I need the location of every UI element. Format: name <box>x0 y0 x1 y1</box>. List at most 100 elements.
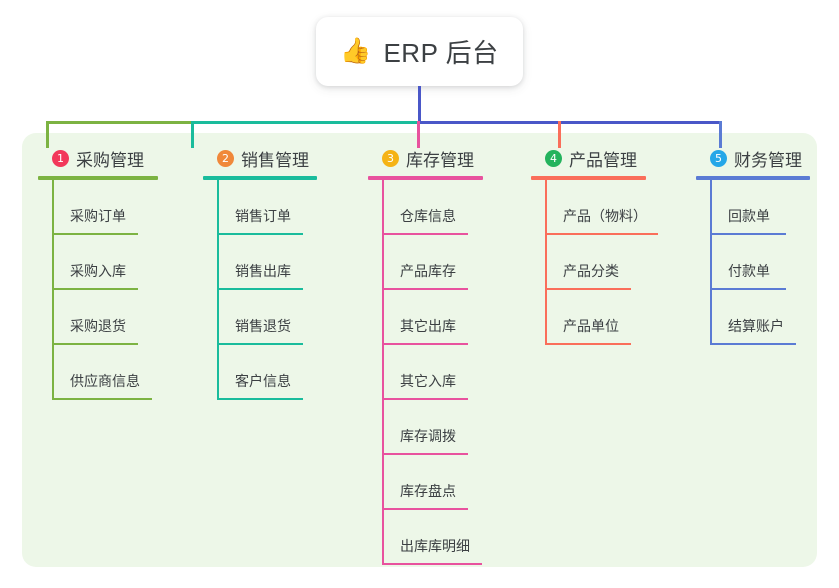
branch-index-badge: 4 <box>545 149 562 167</box>
branch-child-item[interactable]: 出库库明细 <box>382 510 523 565</box>
branch-child-label: 采购退货 <box>70 318 126 334</box>
branch-header[interactable]: 2 销售管理 <box>203 146 357 170</box>
branch-child-item[interactable]: 结算账户 <box>710 290 839 345</box>
branch-child-item[interactable]: 仓库信息 <box>382 180 523 235</box>
branch-child-label: 付款单 <box>728 263 770 279</box>
branch-child-underline <box>217 398 303 400</box>
branch-column: 4 产品管理产品（物料） 产品分类产品单位 <box>531 146 686 345</box>
branch-child-item[interactable]: 产品分类 <box>545 235 686 290</box>
branch-child-item[interactable]: 采购入库 <box>52 235 198 290</box>
branch-index-badge: 5 <box>710 149 727 167</box>
branch-child-item[interactable]: 产品（物料） <box>545 180 686 235</box>
root-node[interactable]: 👍 ERP 后台 <box>316 17 523 86</box>
branch-title: 财务管理 <box>734 150 802 170</box>
branch-child-label: 结算账户 <box>728 318 784 334</box>
branch-child-label: 仓库信息 <box>400 208 456 224</box>
branch-column: 1 采购管理采购订单采购入库采购退货供应商信息 <box>38 146 198 400</box>
branch-column: 2 销售管理销售订单销售出库销售退货客户信息 <box>203 146 357 400</box>
branch-child-label: 销售订单 <box>235 208 291 224</box>
branch-child-underline <box>710 343 796 345</box>
branch-child-underline <box>382 233 468 235</box>
branch-child-item[interactable]: 产品单位 <box>545 290 686 345</box>
branch-index-badge: 2 <box>217 149 234 167</box>
branch-child-item[interactable]: 采购订单 <box>52 180 198 235</box>
branch-child-label: 其它入库 <box>400 373 456 389</box>
branch-header[interactable]: 3 库存管理 <box>368 146 523 170</box>
branch-child-item[interactable]: 供应商信息 <box>52 345 198 400</box>
branch-child-underline <box>545 288 631 290</box>
branch-child-item[interactable]: 销售订单 <box>217 180 357 235</box>
branch-child-label: 客户信息 <box>235 373 291 389</box>
branch-child-item[interactable]: 其它入库 <box>382 345 523 400</box>
branch-child-label: 供应商信息 <box>70 373 140 389</box>
branch-spine <box>545 180 547 345</box>
branch-column: 5 财务管理回款单付款单结算账户 <box>696 146 839 345</box>
branch-child-item[interactable]: 采购退货 <box>52 290 198 345</box>
branch-index-badge: 1 <box>52 149 69 167</box>
branch-child-underline <box>217 233 303 235</box>
branch-header[interactable]: 5 财务管理 <box>696 146 839 170</box>
branch-child-label: 产品（物料） <box>563 208 647 224</box>
branch-child-underline <box>382 453 468 455</box>
branch-child-item[interactable]: 销售退货 <box>217 290 357 345</box>
branch-child-underline <box>545 233 658 235</box>
branch-child-item[interactable]: 付款单 <box>710 235 839 290</box>
branch-child-label: 产品单位 <box>563 318 619 334</box>
branch-child-underline <box>710 288 786 290</box>
branch-spine <box>217 180 219 400</box>
connector-stub-4 <box>558 121 561 148</box>
branch-child-label: 产品库存 <box>400 263 456 279</box>
branch-child-underline <box>52 288 138 290</box>
branch-child-label: 采购订单 <box>70 208 126 224</box>
connector-trunk <box>418 86 421 123</box>
branch-child-underline <box>382 508 468 510</box>
branch-header[interactable]: 1 采购管理 <box>38 146 198 170</box>
branch-child-underline <box>217 343 303 345</box>
branch-child-item[interactable]: 产品库存 <box>382 235 523 290</box>
branch-child-label: 回款单 <box>728 208 770 224</box>
connector-bus-segment-3 <box>418 121 721 124</box>
branch-child-item[interactable]: 库存调拨 <box>382 400 523 455</box>
root-title: ERP 后台 <box>383 38 499 68</box>
branch-title: 采购管理 <box>76 150 144 170</box>
branch-children: 采购订单采购入库采购退货供应商信息 <box>52 180 198 400</box>
branch-header-underline <box>38 176 158 180</box>
branch-child-label: 库存调拨 <box>400 428 456 444</box>
branch-index-badge: 3 <box>382 149 399 167</box>
branch-children: 产品（物料） 产品分类产品单位 <box>545 180 686 345</box>
branch-child-item[interactable]: 库存盘点 <box>382 455 523 510</box>
branch-child-label: 其它出库 <box>400 318 456 334</box>
connector-stub-3 <box>417 121 420 148</box>
branch-child-item[interactable]: 其它出库 <box>382 290 523 345</box>
branch-child-item[interactable]: 销售出库 <box>217 235 357 290</box>
branch-child-item[interactable]: 客户信息 <box>217 345 357 400</box>
branch-title: 库存管理 <box>406 150 474 170</box>
branch-child-label: 产品分类 <box>563 263 619 279</box>
branch-child-label: 库存盘点 <box>400 483 456 499</box>
branch-spine <box>710 180 712 345</box>
branch-spine <box>52 180 54 400</box>
branch-header-underline <box>531 176 646 180</box>
branch-child-underline <box>382 288 468 290</box>
connector-stub-5 <box>719 121 722 148</box>
branch-child-underline <box>382 398 468 400</box>
branch-child-underline <box>52 233 138 235</box>
branch-child-underline <box>710 233 786 235</box>
branch-child-label: 销售退货 <box>235 318 291 334</box>
branch-child-underline <box>382 563 482 565</box>
branch-children: 销售订单销售出库销售退货客户信息 <box>217 180 357 400</box>
branch-child-item[interactable]: 回款单 <box>710 180 839 235</box>
branch-children: 仓库信息产品库存其它出库其它入库库存调拨库存盘点出库库明细 <box>382 180 523 565</box>
branch-title: 产品管理 <box>569 150 637 170</box>
branch-header[interactable]: 4 产品管理 <box>531 146 686 170</box>
branch-column: 3 库存管理仓库信息产品库存其它出库其它入库库存调拨库存盘点出库库明细 <box>368 146 523 565</box>
branch-header-underline <box>368 176 483 180</box>
branch-child-underline <box>382 343 468 345</box>
branch-child-underline <box>52 398 152 400</box>
connector-bus-segment-2 <box>191 121 421 124</box>
branch-child-label: 采购入库 <box>70 263 126 279</box>
connector-stub-1 <box>46 121 49 148</box>
branch-title: 销售管理 <box>241 150 309 170</box>
branches-panel <box>22 133 817 567</box>
